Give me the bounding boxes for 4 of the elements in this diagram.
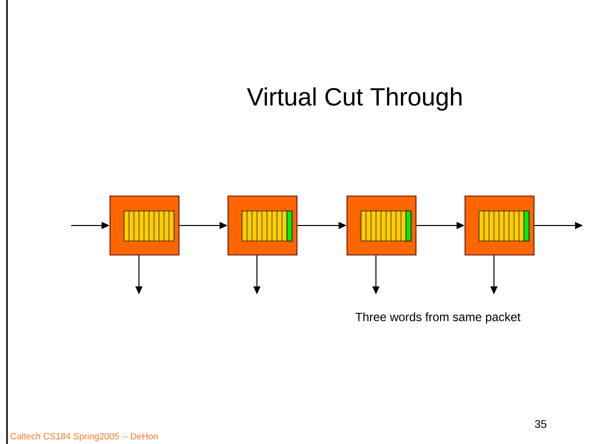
page-number: 35 bbox=[535, 420, 546, 428]
footer-text: Caltech CS184 Spring2005 -- DeHon bbox=[10, 432, 158, 442]
slide-title: Virtual Cut Through bbox=[246, 87, 462, 111]
note-text: Three words from same packet bbox=[355, 312, 520, 324]
